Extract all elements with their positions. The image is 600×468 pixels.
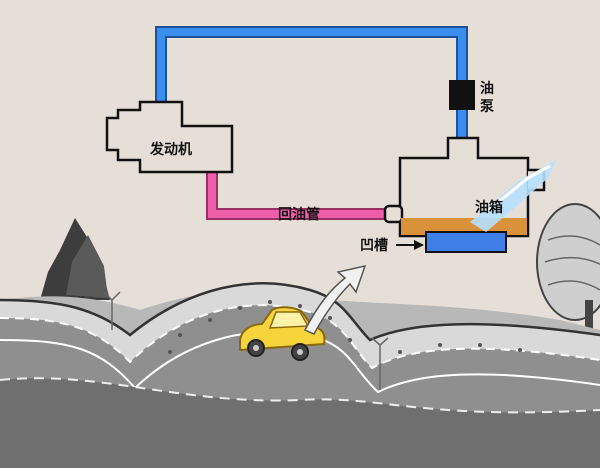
- tree-icon: [40, 218, 110, 310]
- return-pipe-label: 回油管: [278, 206, 320, 223]
- tree-icon: [536, 203, 600, 345]
- groove-pointer-arrow: [396, 240, 424, 250]
- car-icon: [239, 306, 326, 361]
- pump-label-line1: 油: [480, 80, 494, 97]
- tank-label: 油箱: [475, 199, 503, 216]
- groove-fuel: [425, 231, 507, 253]
- fuel-tank-icon: [383, 136, 556, 253]
- engine-label: 发动机: [149, 141, 192, 158]
- fuel-splash: [470, 160, 556, 232]
- road: [0, 282, 600, 468]
- turbine-icon: [103, 291, 389, 390]
- arrow-up-right-icon: [303, 264, 367, 335]
- groove-label: 凹槽: [360, 237, 388, 254]
- engine-icon: [105, 100, 234, 174]
- fuel-pump-icon: [449, 80, 475, 110]
- pump-label-line2: 泵: [480, 99, 494, 115]
